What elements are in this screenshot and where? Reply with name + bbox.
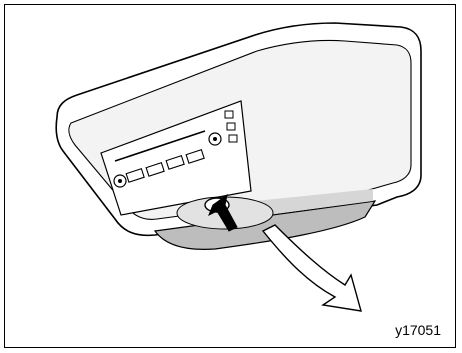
figure-code: y17051 bbox=[395, 322, 441, 338]
figure-frame: y17051 bbox=[4, 4, 456, 348]
volume-knob-center bbox=[118, 179, 122, 183]
overhead-console-illustration bbox=[5, 5, 457, 349]
tuning-knob-center bbox=[213, 137, 217, 141]
side-button bbox=[227, 123, 235, 130]
open-direction-arrow bbox=[263, 225, 361, 311]
side-button bbox=[225, 111, 233, 118]
side-button bbox=[229, 135, 237, 142]
